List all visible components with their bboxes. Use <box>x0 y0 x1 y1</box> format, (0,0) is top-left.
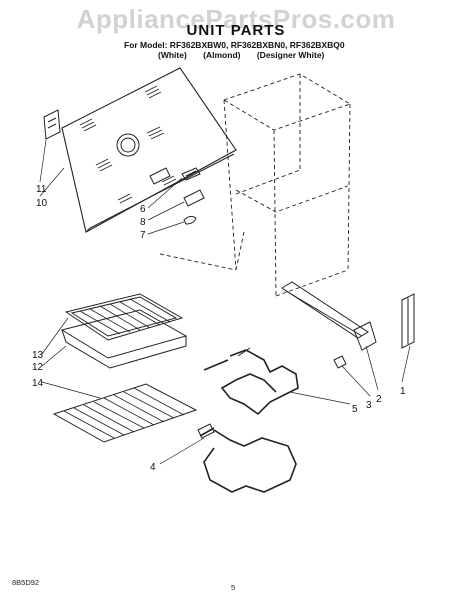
callout-7: 7 <box>140 230 146 241</box>
callout-5: 5 <box>352 404 358 415</box>
callout-2: 2 <box>376 394 382 405</box>
variant-white: (White) <box>158 50 187 60</box>
broil-element <box>197 423 297 493</box>
bolt-part <box>333 355 347 369</box>
variant-almond: (Almond) <box>203 50 241 60</box>
callout-1: 1 <box>400 386 406 397</box>
oven-rack <box>52 383 198 443</box>
watermark-text: AppliancePartsPros.com <box>76 4 396 34</box>
bake-element <box>203 347 299 416</box>
bracket-part <box>43 109 61 140</box>
callout-10: 10 <box>36 198 48 209</box>
diagram-title: UNIT PARTS <box>186 22 286 39</box>
model-line: For Model: RF362BXBW0, RF362BXBN0, RF362… <box>124 40 345 50</box>
callout-11: 11 <box>36 184 47 195</box>
element-terminal-block <box>181 167 201 181</box>
callout-8: 8 <box>140 217 146 228</box>
variant-designer-white: (Designer White) <box>256 50 325 60</box>
callout-labels: 11 10 6 8 7 13 12 14 1 2 3 5 4 <box>32 184 406 473</box>
back-panel <box>61 67 237 233</box>
callout-14: 14 <box>32 378 44 389</box>
page-number: 5 <box>231 583 236 592</box>
color-variants: (White) (Almond) (Designer White) <box>158 50 338 60</box>
oven-cavity-outline <box>159 73 352 297</box>
document-number: 8B5D92 <box>12 578 40 587</box>
callout-4: 4 <box>150 462 156 473</box>
side-bracket <box>401 293 415 349</box>
element-bracket <box>183 189 205 207</box>
callout-6: 6 <box>140 204 146 215</box>
callout-3: 3 <box>366 400 372 411</box>
drawer-rail <box>281 281 377 351</box>
broiler-grid <box>64 293 184 341</box>
element-clip <box>183 215 197 225</box>
callout-12: 12 <box>32 362 44 373</box>
callout-13: 13 <box>32 350 44 361</box>
broiler-pan <box>60 309 188 369</box>
